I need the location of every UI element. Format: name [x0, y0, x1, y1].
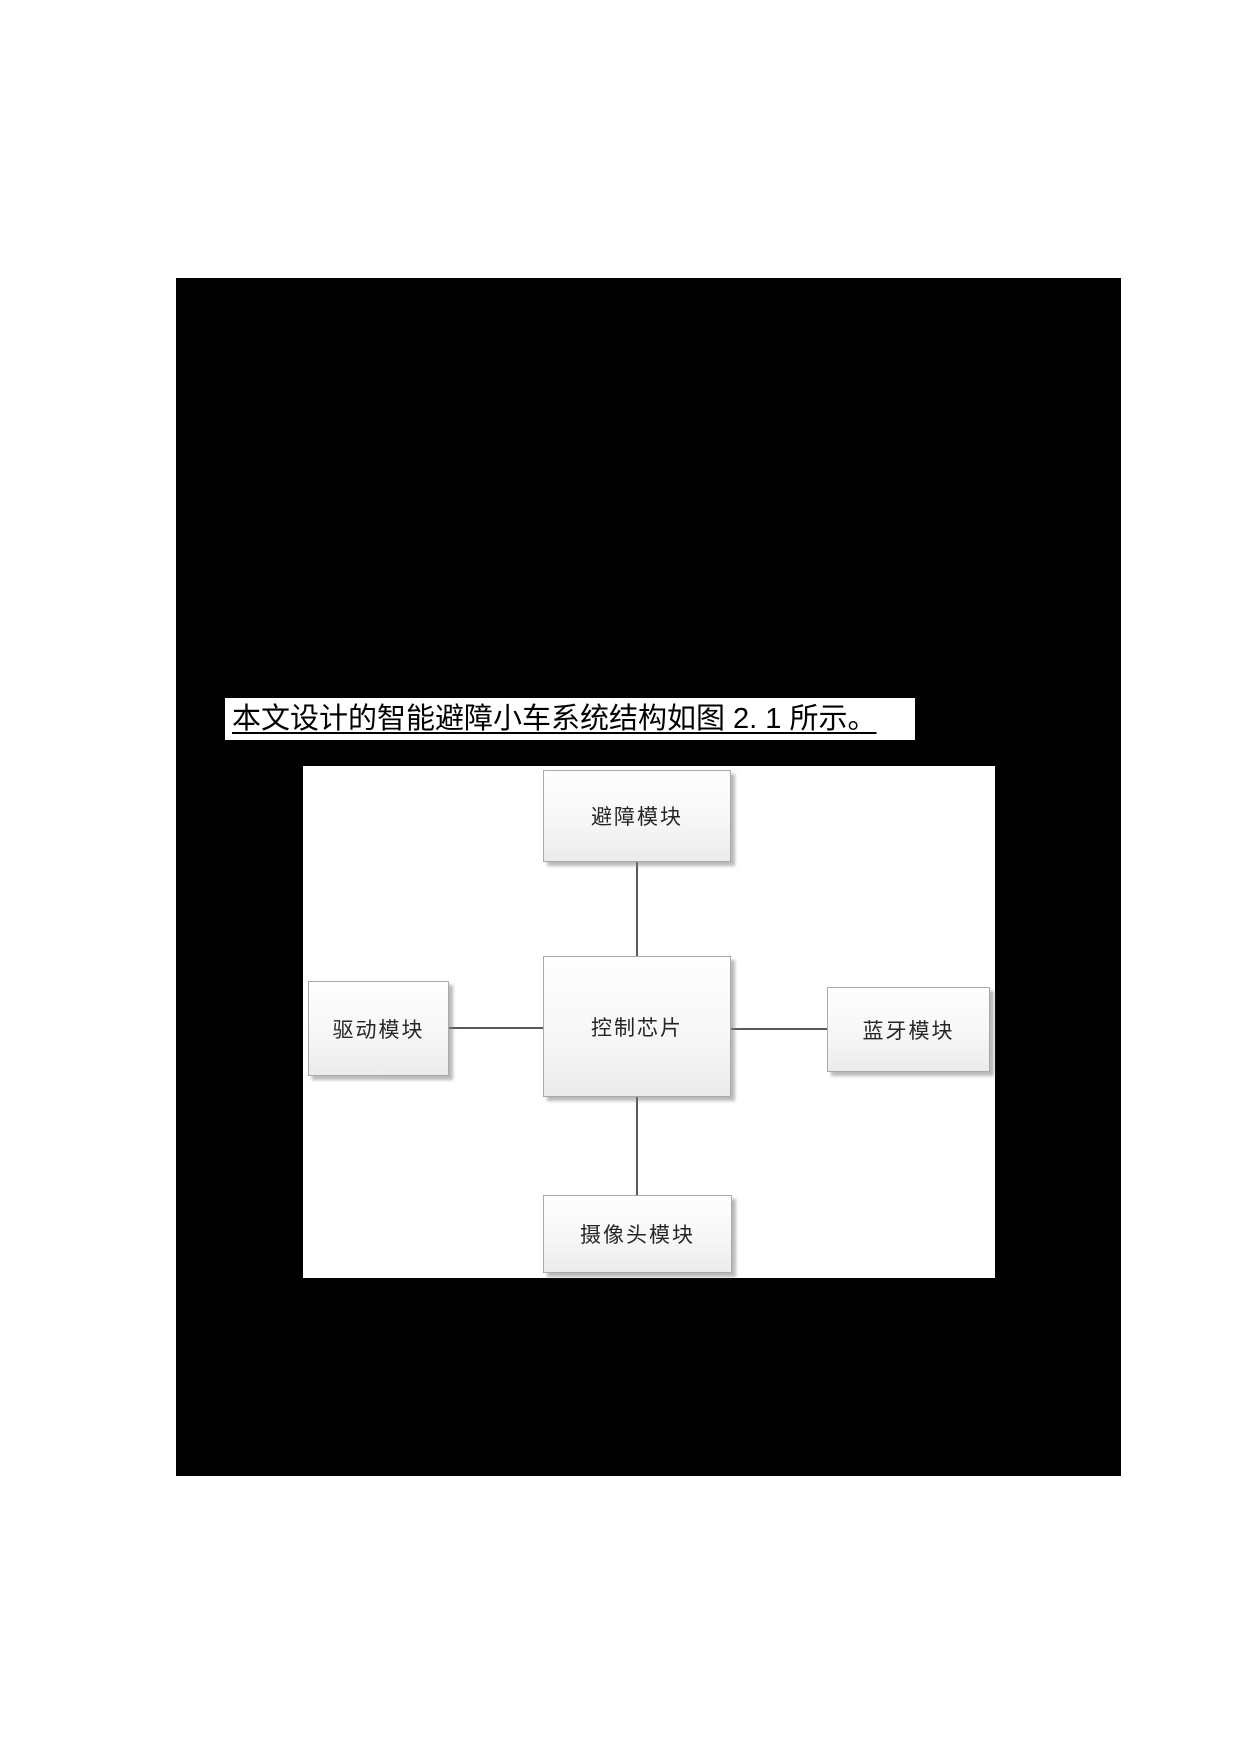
node-control-chip: 控制芯片: [543, 956, 731, 1097]
heading-strip: 本文设计的智能避障小车系统结构如图 2. 1 所示。: [225, 698, 915, 740]
node-bluetooth-label: 蓝牙模块: [862, 1018, 955, 1043]
connector-drive-to-control: [449, 1027, 543, 1029]
node-drive-label: 驱动模块: [332, 1017, 425, 1042]
connector-obstacle-to-control: [636, 862, 638, 956]
node-obstacle-avoidance-module: 避障模块: [543, 770, 731, 862]
node-camera-label: 摄像头模块: [580, 1223, 695, 1247]
system-structure-figure: 避障模块 驱动模块 控制芯片 蓝牙模块 摄像头模块: [303, 766, 995, 1278]
connector-control-to-camera: [636, 1097, 638, 1195]
node-bluetooth-module: 蓝牙模块: [827, 987, 990, 1072]
node-control-chip-label: 控制芯片: [591, 1015, 683, 1040]
node-drive-module: 驱动模块: [308, 981, 449, 1076]
node-obstacle-avoidance-label: 避障模块: [591, 805, 683, 829]
node-camera-module: 摄像头模块: [543, 1195, 732, 1273]
connector-control-to-bluetooth: [731, 1028, 827, 1030]
section-heading-text: 本文设计的智能避障小车系统结构如图 2. 1 所示。: [232, 703, 877, 735]
redacted-content-block: 本文设计的智能避障小车系统结构如图 2. 1 所示。 避障模块 驱动模块 控制芯…: [176, 278, 1121, 1476]
